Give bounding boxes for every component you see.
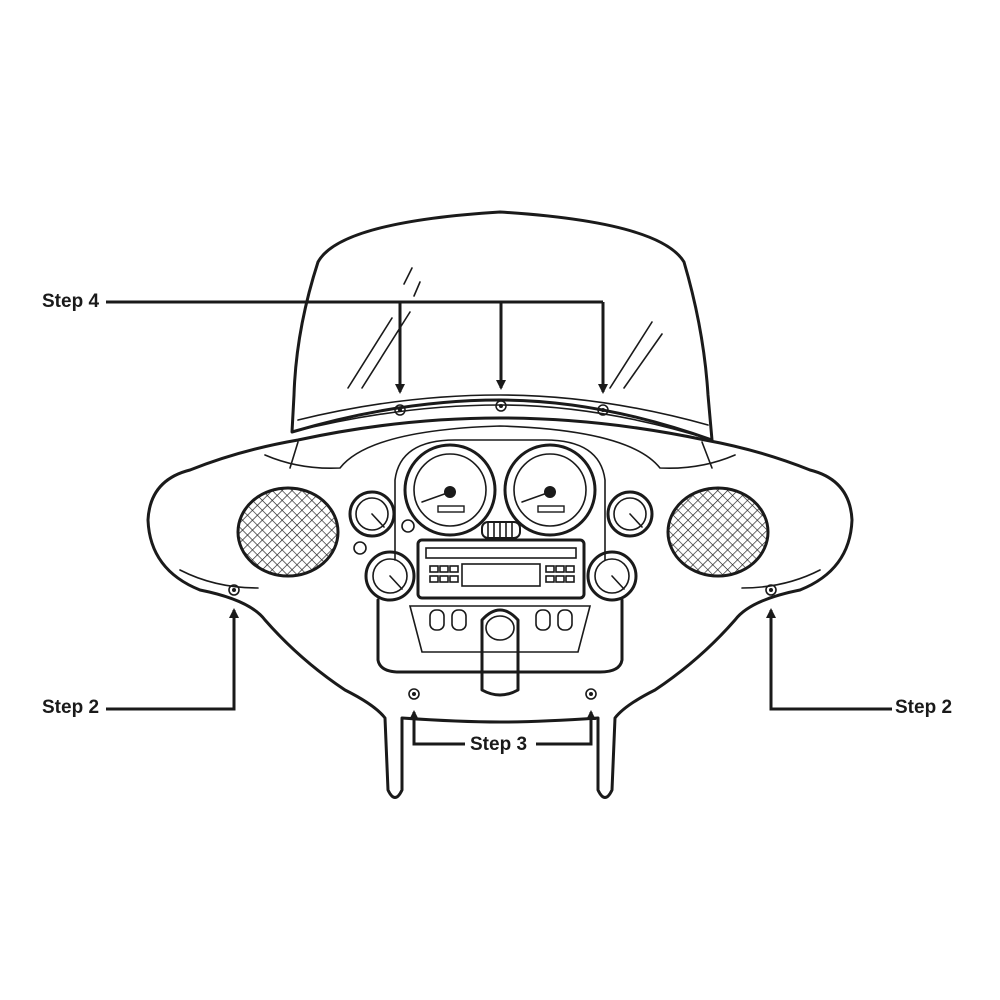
radio-unit	[416, 538, 586, 600]
step2-left-label: Step 2	[42, 697, 100, 718]
speaker-grille-right	[666, 486, 770, 578]
fairing-body	[146, 416, 854, 799]
fairing-screw-left	[228, 584, 240, 596]
step2-right-pointer	[766, 608, 892, 711]
gauge-cluster	[348, 439, 654, 602]
speaker-grille-left	[236, 486, 340, 578]
windshield-screw-center	[495, 400, 507, 412]
step2-right-label: Step 2	[895, 697, 953, 718]
lower-panel	[376, 598, 624, 697]
step3-label: Step 3	[470, 734, 528, 755]
step4-label: Step 4	[42, 291, 100, 312]
windshield-screw-left	[394, 404, 406, 416]
bracket-screw-left	[408, 688, 420, 700]
windshield-screw-right	[597, 404, 609, 416]
step3-pointer	[409, 710, 596, 746]
bracket-screw-right	[585, 688, 597, 700]
fairing-screw-right	[765, 584, 777, 596]
step4-pointer	[106, 300, 608, 394]
windshield	[290, 210, 714, 442]
step2-left-pointer	[106, 608, 239, 711]
